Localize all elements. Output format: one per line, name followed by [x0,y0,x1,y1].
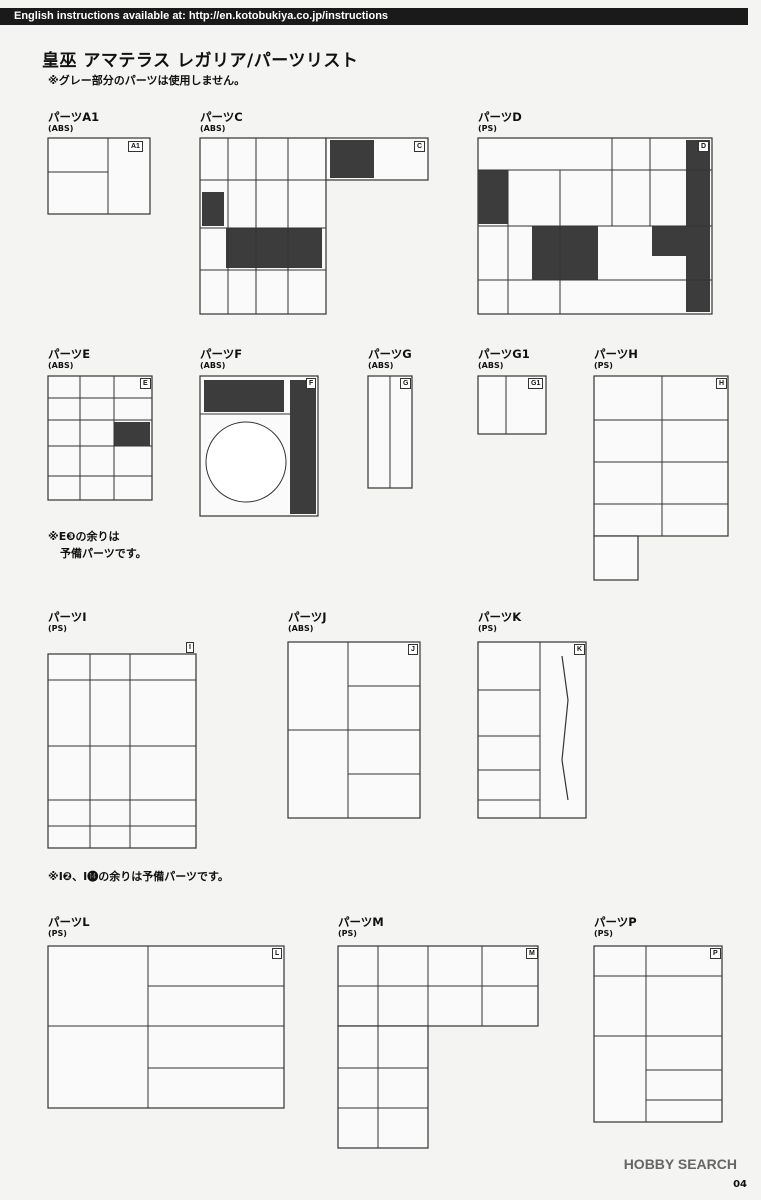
section-material: (ABS) [200,124,226,133]
runner-m [337,945,539,1149]
runner-k [477,641,587,819]
runner-tag-i: I [186,642,194,653]
runner-tag-e: E [140,378,151,389]
section-name: パーツE [48,347,91,361]
page-title: 皇巫 アマテラス レガリア/パーツリスト [42,51,359,71]
section-j: パーツJ (ABS) [288,609,327,633]
gray-parts-note: ※グレー部分のパーツは使用しません。 [48,74,246,87]
section-material: (PS) [594,361,613,370]
section-material: (ABS) [200,361,226,370]
runner-i [47,653,197,849]
i-spare-note: ※I❷、I⓮の余りは予備パーツです。 [48,870,229,883]
section-material: (PS) [594,929,613,938]
section-material: (PS) [478,624,497,633]
runner-tag-f: F [306,378,317,389]
section-material: (ABS) [48,124,74,133]
section-name: パーツF [200,347,243,361]
runner-tag-k: K [574,644,586,655]
section-k: パーツK (PS) [478,609,521,633]
runner-tag-h: H [716,378,728,389]
runner-g [367,375,413,489]
section-name: パーツG1 [478,347,530,361]
section-p: パーツP (PS) [594,914,637,938]
runner-tag-a1: A1 [128,141,143,152]
runner-tag-l: L [272,948,283,959]
runner-tag-j: J [408,644,418,655]
section-i: パーツI (PS) [48,609,87,633]
runner-tag-g: G [400,378,412,389]
runner-p [593,945,723,1123]
section-a1: パーツA1 (ABS) [48,109,99,133]
instructions-url-banner: English instructions available at: http:… [0,8,748,25]
section-name: パーツP [594,915,637,929]
runner-tag-g1: G1 [528,378,544,389]
runner-l [47,945,285,1109]
runner-tag-m: M [526,948,538,959]
section-m: パーツM (PS) [338,914,384,938]
section-name: パーツK [478,610,522,624]
section-material: (ABS) [48,361,74,370]
section-name: パーツJ [288,610,327,624]
section-c: パーツC (ABS) [200,109,243,133]
section-name: パーツI [48,610,87,624]
runner-tag-c: C [414,141,426,152]
section-g: パーツG (ABS) [368,346,412,370]
section-name: パーツL [48,915,90,929]
section-material: (ABS) [368,361,394,370]
e-spare-note-line2: 予備パーツです。 [60,547,147,560]
section-material: (ABS) [478,361,504,370]
section-material: (PS) [478,124,497,133]
section-name: パーツC [200,110,243,124]
runner-tag-p: P [710,948,721,959]
section-material: (ABS) [288,624,314,633]
runner-h [593,375,729,581]
section-name: パーツG [368,347,412,361]
section-name: パーツA1 [48,110,100,124]
section-name: パーツM [338,915,384,929]
runner-f [199,375,319,517]
section-e: パーツE (ABS) [48,346,90,370]
runner-tag-d: D [698,141,710,152]
runner-c [199,137,429,315]
runner-j [287,641,421,819]
section-material: (PS) [338,929,357,938]
page-number: 04 [733,1179,747,1190]
section-material: (PS) [48,624,67,633]
section-name: パーツD [478,110,522,124]
section-l: パーツL (PS) [48,914,90,938]
section-name: パーツH [594,347,638,361]
runner-e [47,375,153,501]
section-f: パーツF (ABS) [200,346,242,370]
runner-d [477,137,713,315]
e-spare-note-line1: ※E❸の余りは [48,530,120,543]
section-g1: パーツG1 (ABS) [478,346,530,370]
section-h: パーツH (PS) [594,346,638,370]
e-spare-note: ※E❸の余りは 予備パーツです。 [48,528,147,562]
section-material: (PS) [48,929,67,938]
watermark: HOBBY SEARCH [623,1156,737,1172]
section-d: パーツD (PS) [478,109,522,133]
